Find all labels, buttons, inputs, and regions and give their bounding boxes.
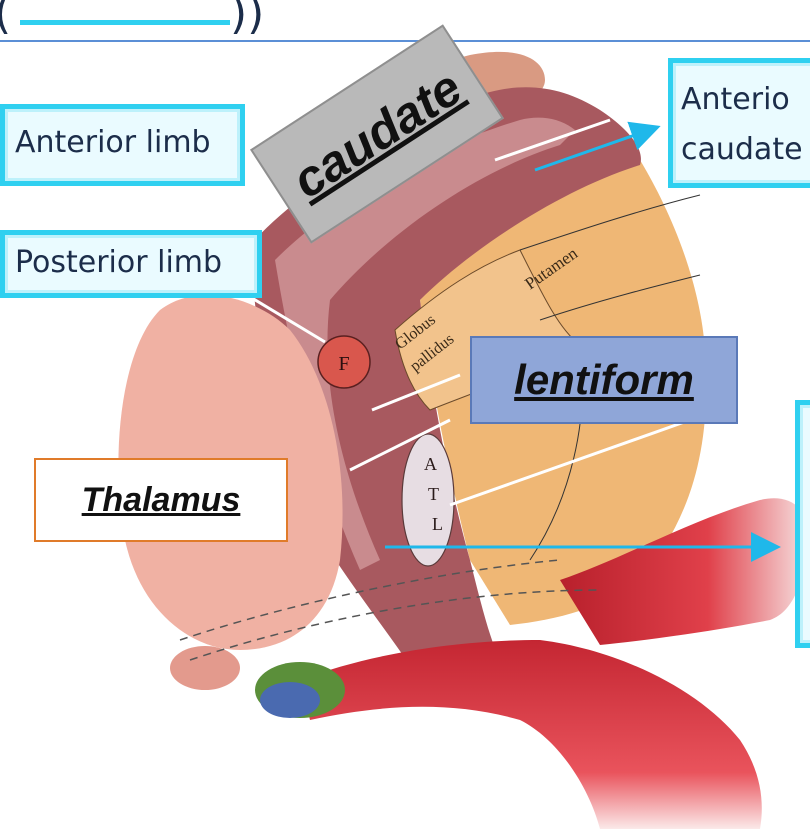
anterior-limb-label: Anterior limb (0, 104, 245, 186)
title-fragment: ( )) ( )) (0, 0, 300, 40)
fornix-letter: F (338, 353, 349, 375)
atl-letter-a: A (424, 454, 437, 474)
header-rule (0, 40, 810, 42)
thalamus-label: Thalamus (34, 458, 288, 542)
atl-letter-t: T (428, 484, 439, 504)
corona-fibers-lower (300, 640, 762, 829)
atl-letter-l: L (432, 514, 443, 534)
truncated-label-box (795, 400, 810, 648)
posterior-limb-label: Posterior limb (0, 230, 262, 298)
substantia-nigra (170, 646, 240, 690)
anterior-caudate-label: Anterio caudate (668, 58, 810, 188)
red-nucleus-blue (260, 682, 320, 718)
lentiform-label: lentiform (470, 336, 738, 424)
